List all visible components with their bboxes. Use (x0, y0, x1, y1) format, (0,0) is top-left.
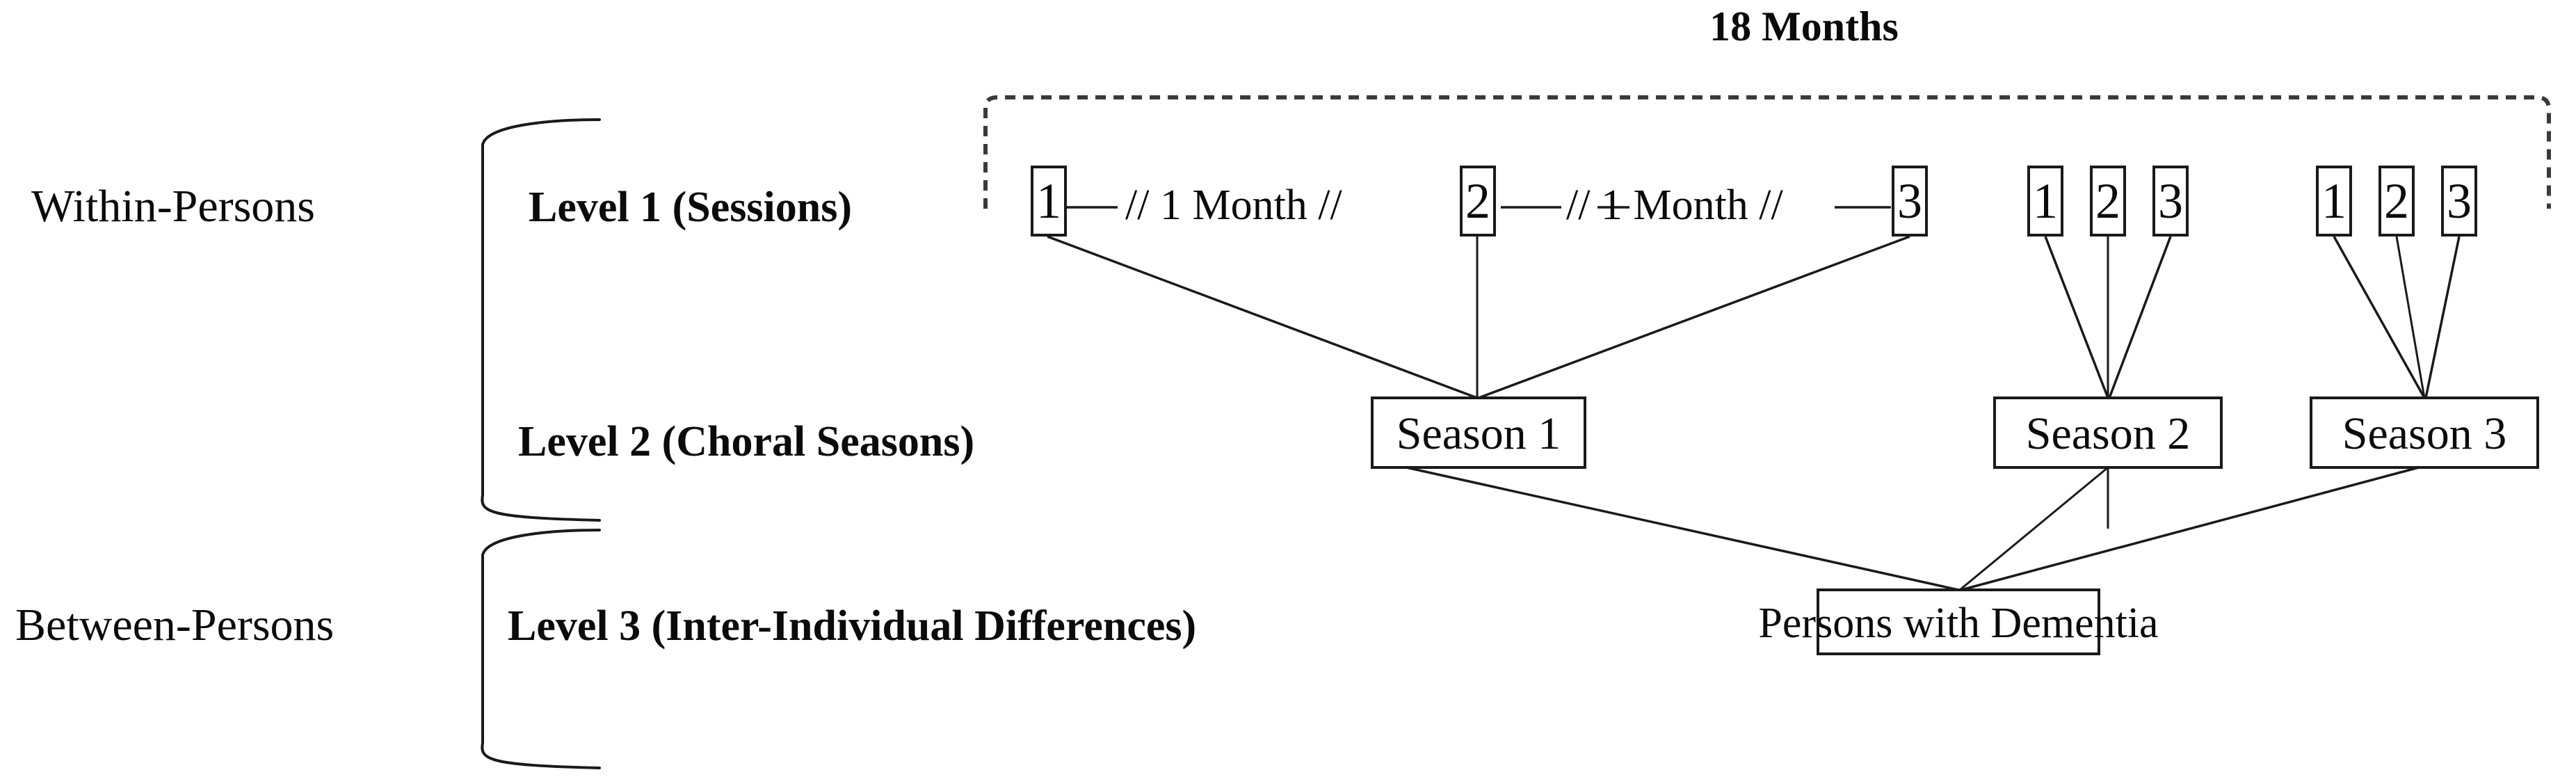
session-box-a2[interactable]: 2 (1460, 166, 1496, 237)
season-box-rect[interactable] (2310, 396, 2539, 469)
season-box-label: Season 2 (2026, 408, 2190, 459)
session-box-label: 3 (2447, 173, 2472, 229)
season-box-3[interactable]: Season 3 (2310, 396, 2539, 469)
session-box-c1[interactable]: 1 (2316, 166, 2352, 237)
session-box-label: 3 (1897, 173, 1922, 229)
connector-s3-session3 (2424, 236, 2461, 399)
dashed-span-path (983, 95, 2551, 209)
session-box-c3[interactable]: 3 (2441, 166, 2477, 237)
season-box-label: Season 1 (1396, 408, 1561, 459)
session-box-rect[interactable] (2316, 166, 2352, 237)
connectors-seasons-to-population (1406, 466, 2420, 591)
session-box-a1[interactable]: 1 (1031, 166, 1067, 237)
population-box[interactable]: Persons with Dementia (1758, 588, 2159, 655)
session-box-b3[interactable]: 3 (2152, 166, 2189, 237)
session-box-label: 2 (2384, 173, 2409, 229)
session-box-rect[interactable] (1460, 166, 1496, 237)
connector-s2-session1 (2044, 236, 2109, 399)
session-box-label: 3 (2158, 173, 2183, 229)
between-persons-brace (481, 529, 601, 769)
connector-season3-population (1961, 466, 2420, 591)
connector-s2-session3 (2108, 236, 2172, 399)
span-title-18-months: 18 Months (1709, 3, 1899, 49)
session-box-label: 2 (2095, 173, 2120, 229)
brace-within (481, 118, 601, 522)
connectors-sessions-to-season-3 (2333, 236, 2461, 399)
connector-s1-session3 (1478, 235, 1910, 399)
season-box-1[interactable]: Season 1 (1371, 396, 1586, 469)
season-box-rect[interactable] (1993, 396, 2223, 469)
session-box-rect[interactable] (2090, 166, 2126, 237)
population-box-label: Persons with Dementia (1758, 600, 2158, 647)
connector-season2-population (1959, 466, 2109, 591)
session-box-rect[interactable] (2441, 166, 2477, 237)
season-box-label: Season 3 (2342, 408, 2506, 459)
row-label-between-persons: Between-Persons (15, 600, 334, 650)
connectors-sessions-to-season-2 (2044, 236, 2172, 399)
session-box-rect[interactable] (2378, 166, 2415, 237)
brace-between (481, 529, 601, 769)
session-box-b2[interactable]: 2 (2090, 166, 2126, 237)
session-box-label: 1 (2321, 173, 2346, 229)
session-box-label: 2 (1465, 173, 1490, 229)
population-box-rect[interactable] (1817, 588, 2100, 655)
connector-s3-session1 (2333, 236, 2426, 399)
interval-label-1: // 1 Month // (1125, 182, 1343, 229)
season-box-2[interactable]: Season 2 (1993, 396, 2223, 469)
session-box-label: 1 (1036, 173, 1061, 229)
interval-label-2: // 1 Month // (1566, 182, 1784, 229)
row-label-within-persons: Within-Persons (31, 181, 315, 232)
session-box-b1[interactable]: 1 (2027, 166, 2063, 237)
connectors-sessions-to-season-1 (1047, 235, 1910, 399)
session-box-label: 1 (2033, 173, 2058, 229)
session-box-rect[interactable] (1892, 166, 1928, 237)
session-box-rect[interactable] (2152, 166, 2189, 237)
eighteen-months-span (983, 95, 2551, 209)
session-box-c2[interactable]: 2 (2378, 166, 2415, 237)
within-persons-brace (481, 118, 601, 522)
connector-s3-session2 (2395, 236, 2426, 399)
season-box-rect[interactable] (1371, 396, 1586, 469)
connector-season1-population (1406, 466, 1959, 591)
level-label-1: Level 1 (Sessions) (529, 184, 852, 231)
session-box-a3[interactable]: 3 (1892, 166, 1928, 237)
level-label-2: Level 2 (Choral Seasons) (518, 418, 974, 465)
session-box-rect[interactable] (2027, 166, 2063, 237)
session-box-rect[interactable] (1031, 166, 1067, 237)
connector-s1-session1 (1047, 235, 1478, 399)
level-label-3: Level 3 (Inter-Individual Differences) (508, 602, 1196, 650)
